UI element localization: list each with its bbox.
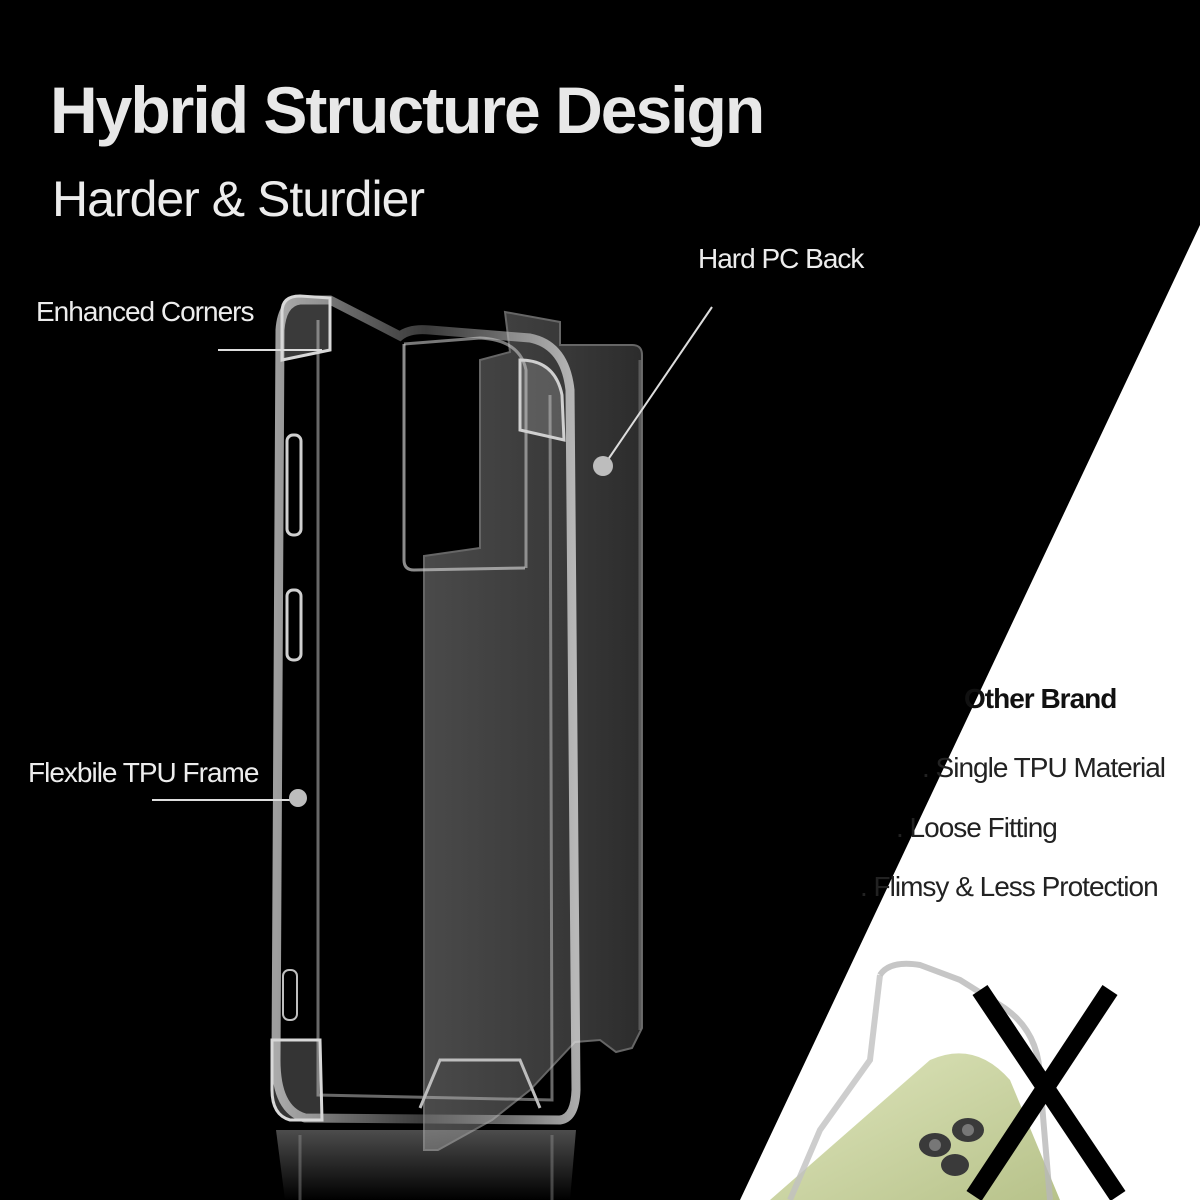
- case-reflection: [276, 1130, 576, 1200]
- list-item: . Flimsy & Less Protection: [860, 871, 1159, 902]
- list-item: . Single TPU Material: [922, 752, 1166, 783]
- list-item: . Loose Fitting: [896, 812, 1058, 843]
- tpu-frame: [270, 294, 581, 1125]
- page-title: Hybrid Structure Design: [50, 73, 765, 147]
- callout-dot-icon: [289, 789, 307, 807]
- callout-line-pc-back: [604, 306, 713, 465]
- callout-tpu-frame: Flexbile TPU Frame: [28, 757, 259, 788]
- comparison-title: Other Brand: [964, 683, 1117, 714]
- callout-hard-pc-back: Hard PC Back: [698, 243, 864, 274]
- callout-dot-icon: [593, 456, 613, 476]
- pc-back-plate: [423, 310, 643, 1151]
- page-subtitle: Harder & Sturdier: [52, 171, 425, 227]
- x-mark-icon: [966, 984, 1126, 1200]
- comparison-panel: [740, 225, 1200, 1200]
- callout-enhanced-corners: Enhanced Corners: [36, 296, 254, 327]
